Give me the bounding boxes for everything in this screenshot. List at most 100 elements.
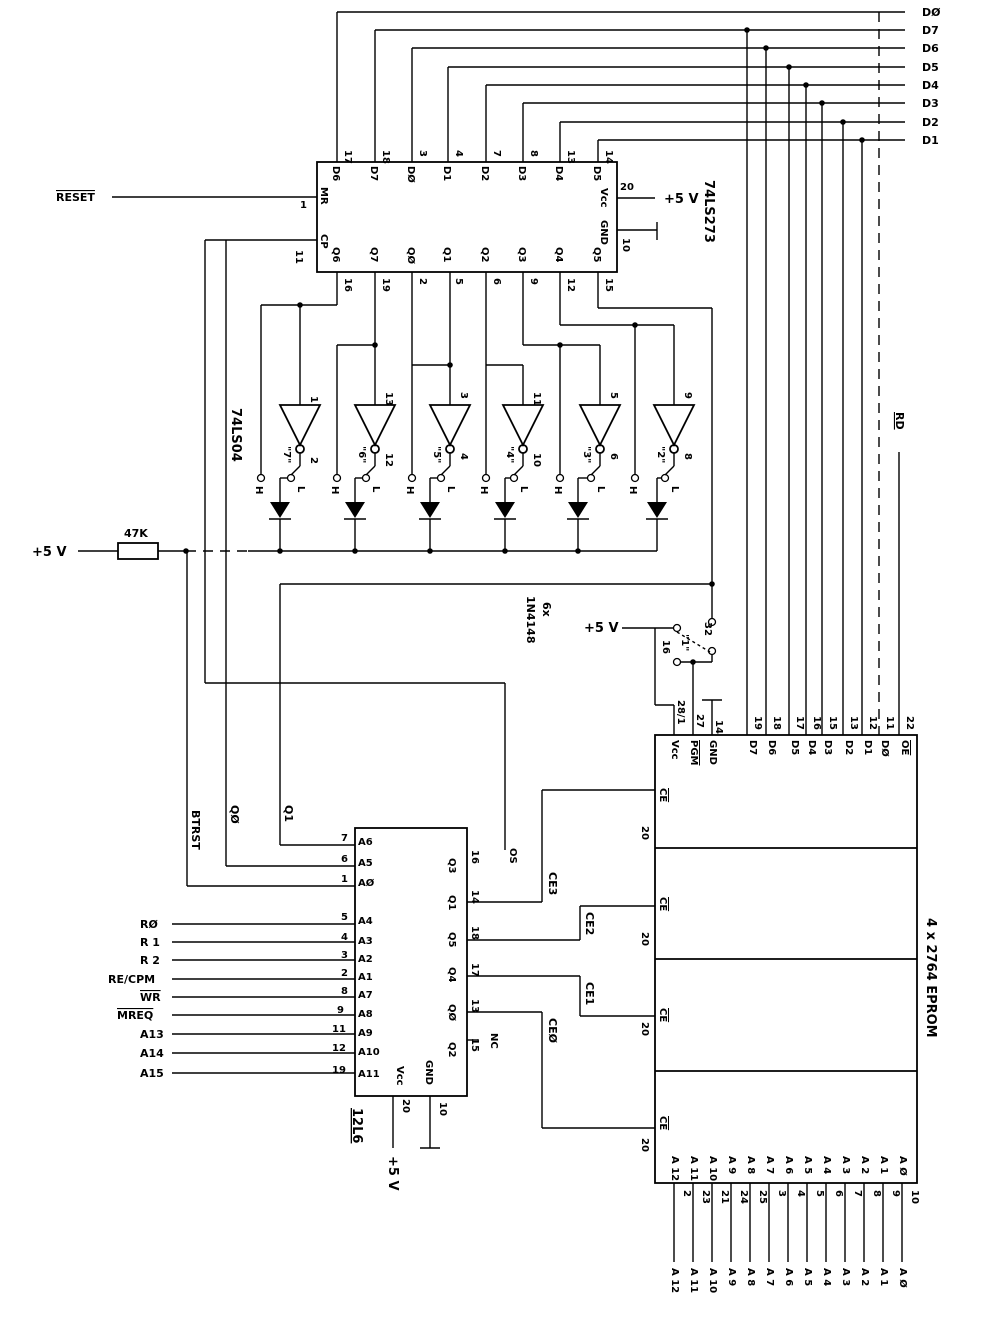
latch-pin-name: Q6 xyxy=(330,247,341,263)
eprom-top-pin-name: D5 xyxy=(789,740,800,755)
inverter-h-label: H xyxy=(404,486,415,494)
latch-pin-num: 9 xyxy=(528,278,539,285)
latch-gnd-num: 10 xyxy=(620,238,631,252)
inverter-h-label: H xyxy=(478,486,489,494)
latch-pin-name: Q5 xyxy=(591,247,602,263)
pal-left-pin-num: 12 xyxy=(332,1043,346,1054)
eprom-addr-num: 21 xyxy=(719,1190,730,1204)
diode xyxy=(567,477,589,551)
latch-cp-num: 11 xyxy=(293,250,304,264)
rd-label: RD xyxy=(893,412,906,430)
inverter-tag: "3" xyxy=(581,446,592,463)
inverter-gate: 13 12 "6" H L xyxy=(329,392,397,494)
eprom-ce-name: CE xyxy=(657,897,668,911)
eprom-addr-signal: A 1 xyxy=(878,1268,889,1286)
eprom-addr-name: A 11 xyxy=(688,1156,699,1181)
eprom-bank: 4 x 2764 EPROM 28/1 27 14 19 18 17 16 15… xyxy=(639,700,938,1293)
inverter-in-pin: 3 xyxy=(458,392,469,399)
inverter-l-label: L xyxy=(295,486,306,493)
eprom-top-pin-name: D1 xyxy=(862,740,873,755)
inverter-in-pin: 11 xyxy=(531,392,542,406)
inverter-l-label: L xyxy=(370,486,381,493)
pal-left-pin-num: 3 xyxy=(341,950,348,961)
latch-pin-num: 13 xyxy=(565,150,576,164)
bus-label-d4: D4 xyxy=(922,79,939,92)
eprom-top-pin-num: 17 xyxy=(794,716,805,730)
signal-r1: R 1 xyxy=(140,936,160,949)
inverter-gate: 5 6 "3" H L xyxy=(552,392,622,494)
pal-left-pin-num: 8 xyxy=(341,986,348,997)
bus-label-d6: D6 xyxy=(922,42,939,55)
bus-label-d7: D7 xyxy=(922,24,939,37)
inverter-out-pin: 12 xyxy=(383,453,394,467)
btrst-label: BTRST xyxy=(189,810,202,850)
eprom-addr-num: 9 xyxy=(890,1190,901,1197)
eprom-top-pin-name: D4 xyxy=(806,740,817,755)
eprom-addr-name: A 6 xyxy=(783,1156,794,1174)
diode-part-label: 1N4148 xyxy=(524,596,537,643)
latch-pin-num: 3 xyxy=(417,150,428,157)
pal-left-pin-name: A5 xyxy=(358,858,373,869)
pal-left-pin-num: 4 xyxy=(341,932,348,943)
signal-mreq: MREQ xyxy=(117,1009,153,1022)
latch-pin-num: 14 xyxy=(603,150,614,164)
pal-right-pin-num: 16 xyxy=(469,850,480,864)
latch-mr-num: 1 xyxy=(300,200,307,211)
jumper: +5 V 16 32 "1" xyxy=(279,583,722,845)
inverter-out-pin: 10 xyxy=(531,453,542,467)
eprom-top-pin-num: 22 xyxy=(904,716,915,730)
ce0-label: CEØ xyxy=(546,1018,559,1044)
diode xyxy=(646,477,668,551)
eprom-top-pin-num: 11 xyxy=(884,716,895,730)
eprom-top-pin-num: 28/1 xyxy=(675,700,686,725)
eprom-addr-name: A 5 xyxy=(802,1156,813,1174)
pal-right-pin-name: Q3 xyxy=(446,858,457,874)
inverters-74ls04: 74LS04 1 2 "7" H L 13 12 "6" H xyxy=(228,392,696,494)
latch-gnd-name: GND xyxy=(598,220,609,245)
latch-mr-name: MR xyxy=(318,187,329,205)
pal-left-pin-num: 11 xyxy=(332,1024,346,1035)
latch-output-wires xyxy=(260,272,715,618)
eprom-top-pin-name: D6 xyxy=(766,740,777,755)
latch-pin-num: 2 xyxy=(417,278,428,285)
inverter-out-pin: 8 xyxy=(682,453,693,460)
latch-pin-num: 5 xyxy=(453,278,464,285)
eprom-addr-num: 24 xyxy=(738,1190,749,1204)
inverter-l-label: L xyxy=(518,486,529,493)
pal-left-pin-name: A11 xyxy=(358,1069,380,1080)
pal-left-pin-name: A10 xyxy=(358,1047,380,1058)
eprom-addr-signal: A 6 xyxy=(783,1268,794,1286)
pal-left-pin-name: A6 xyxy=(358,837,373,848)
latch-pin-name: D1 xyxy=(441,166,452,181)
q0-wire-label: QØ xyxy=(228,805,241,824)
eprom-ce-pin: 20 xyxy=(639,1138,650,1152)
latch-pin-name: Q3 xyxy=(516,247,527,263)
reset-label: RESET xyxy=(56,191,95,204)
eprom-addr-name: A 2 xyxy=(859,1156,870,1174)
latch-pin-name: D7 xyxy=(368,166,379,181)
pal-left-pin-num: 9 xyxy=(337,1005,344,1016)
pal-left-pin-num: 1 xyxy=(341,874,348,885)
pal-nc-label: NC xyxy=(488,1033,499,1049)
signal-r0: RØ xyxy=(140,918,158,931)
eprom-addr-signal: A Ø xyxy=(897,1268,909,1288)
eprom-addr-signal: A 8 xyxy=(745,1268,756,1286)
pal-left-pin-name: A9 xyxy=(358,1028,373,1039)
pal-left-pin-num: 5 xyxy=(341,912,348,923)
eprom-top-pin-num: 16 xyxy=(811,716,822,730)
eprom-addr-name: A Ø xyxy=(897,1156,909,1176)
pal-gnd-num: 10 xyxy=(437,1102,448,1116)
pal-left-pin-name: A7 xyxy=(358,990,373,1001)
eprom-top-pin-num: 15 xyxy=(827,716,838,730)
eprom-addr-num: 7 xyxy=(852,1190,863,1197)
pal-left-pin-name: A8 xyxy=(358,1009,373,1020)
eprom-addr-signal: A 2 xyxy=(859,1268,870,1286)
pal-left-pin-num: 19 xyxy=(332,1065,346,1076)
eprom-top-pin-name: D7 xyxy=(747,740,758,755)
latch-pin-name: Q1 xyxy=(441,247,452,263)
inverter-gate: 3 4 "5" H L xyxy=(404,392,472,494)
jumper-tag: "1" xyxy=(679,634,690,651)
eprom-addr-name: A 1 xyxy=(878,1156,889,1174)
latch-pin-num: 18 xyxy=(380,150,391,164)
inverter-tag: "2" xyxy=(655,446,666,463)
